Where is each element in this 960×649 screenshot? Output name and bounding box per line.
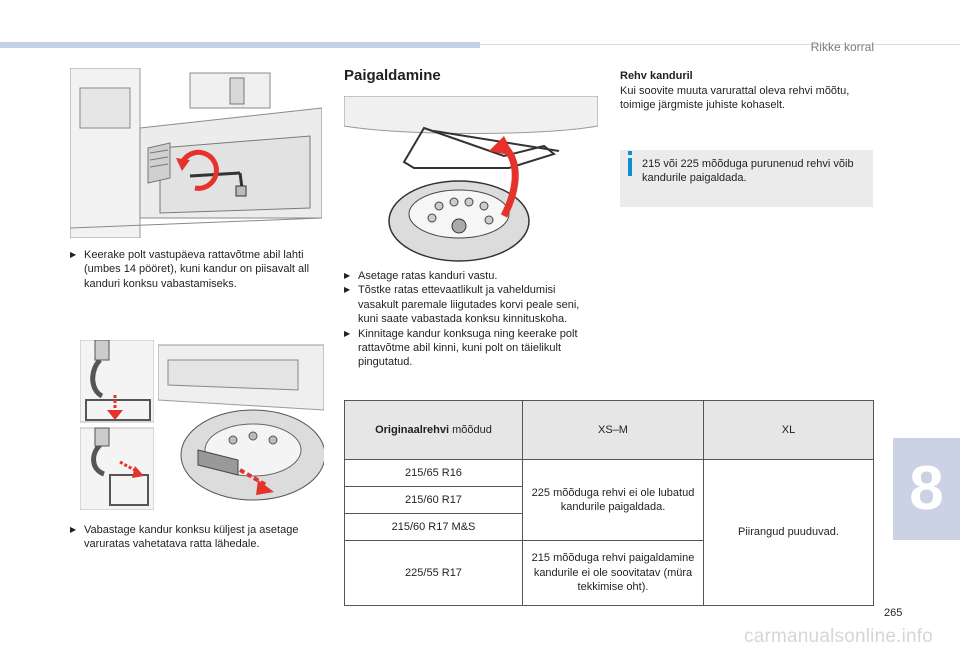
header-cell: XL [703, 400, 874, 460]
xsm-cell: 215 mõõduga rehvi paigaldamine kandurile… [522, 540, 704, 606]
installation-steps: ▶ Asetage ratas kanduri vastu. ▶ Tõstke … [344, 269, 594, 370]
chapter-number: 8 [909, 454, 944, 523]
table-row: 225/55 R17 215 mõõduga rehvi paigaldamin… [344, 540, 874, 606]
hook-release-illustration [80, 340, 154, 510]
table-header-row: Originaalrehvi mõõdud XS–M XL [344, 400, 874, 460]
trunk-wrench-illustration [70, 68, 322, 238]
section-heading: Paigaldamine [344, 67, 441, 84]
header-cell: XS–M [522, 400, 704, 460]
section-title: Rikke korral [810, 40, 874, 54]
xsm-cell: 225 mõõduga rehvi ei ole lubatud kanduri… [522, 459, 704, 541]
subheading: Rehv kanduril [620, 70, 693, 82]
size-cell: 215/60 R17 M&S [344, 513, 523, 541]
step-text: Vabastage kandur konksu küljest ja aseta… [84, 524, 299, 551]
info-icon-bar [628, 158, 632, 176]
watermark: carmanualsonline.info [744, 626, 934, 647]
intro-paragraph: Kui soovite muuta varurattal oleva rehvi… [620, 85, 850, 112]
step-text: Tõstke ratas ettevaatlikult ja vaheldumi… [358, 284, 580, 326]
arrow-right-icon: ▶ [70, 525, 77, 534]
wheel-on-carrier-illustration [344, 96, 598, 264]
step-text: Kinnitage kandur konksuga ning keerake p… [358, 327, 578, 369]
size-cell: 215/65 R16 [344, 459, 523, 487]
page-number: 265 [884, 607, 903, 619]
arrow-right-icon: ▶ [344, 271, 351, 280]
size-cell: 225/55 R17 [344, 540, 523, 606]
arrow-right-icon: ▶ [70, 250, 77, 259]
step-release-carrier: ▶ Vabastage kandur konksu küljest ja ase… [70, 523, 328, 552]
info-text: 215 või 225 mõõduga purunenud rehvi võib… [642, 158, 854, 185]
table-row: 215/60 R17 [344, 486, 874, 514]
info-box [620, 150, 873, 207]
header-rule [480, 44, 960, 45]
size-cell: 215/60 R17 [344, 486, 523, 514]
spare-wheel-lowering-illustration [158, 340, 324, 510]
step-text: Keerake polt vastupäeva rattavõtme abil … [84, 249, 310, 290]
xl-cell: Piirangud puuduvad. [703, 459, 874, 606]
arrow-right-icon: ▶ [344, 285, 351, 295]
step-loosen-bolt: ▶ Keerake polt vastupäeva rattavõtme abi… [70, 248, 328, 291]
tyre-size-table: Originaalrehvi mõõdud XS–M XL 215/65 R16… [344, 400, 874, 606]
header-bar [0, 42, 480, 48]
step-text: Asetage ratas kanduri vastu. [358, 270, 498, 282]
chapter-tab [893, 438, 960, 540]
info-icon [628, 151, 632, 155]
header-cell: Originaalrehvi mõõdud [344, 400, 523, 460]
table-row: 215/65 R16 225 mõõduga rehvi ei ole luba… [344, 459, 874, 606]
arrow-right-icon: ▶ [344, 328, 351, 338]
